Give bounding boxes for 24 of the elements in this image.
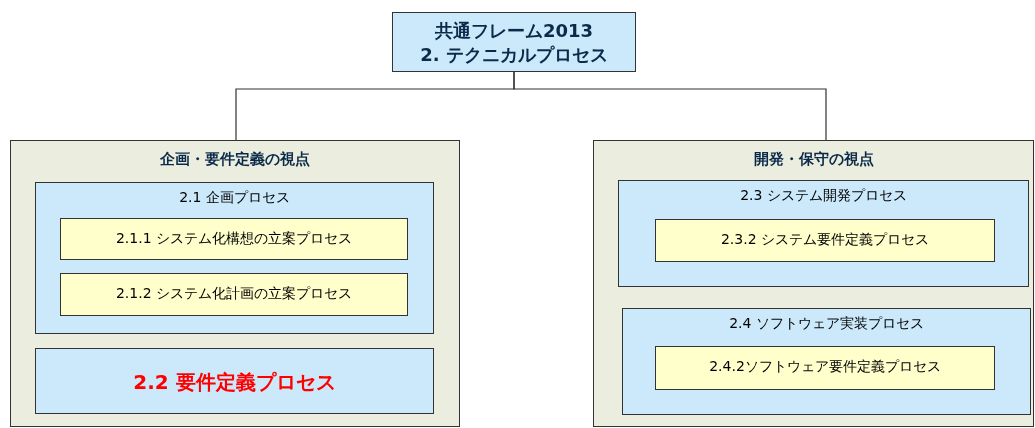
process-title: 2.1 企画プロセス	[178, 189, 291, 207]
title-text: 2. テクニカルプロセス	[419, 43, 609, 67]
subprocess-label: 2.3.2 システム要件定義プロセス	[719, 231, 931, 249]
subprocess-box	[60, 218, 408, 260]
subprocess-box	[655, 219, 995, 262]
subprocess-label: 2.1.2 システム化計画の立案プロセス	[114, 285, 354, 303]
process-title: 2.4 ソフトウェア実装プロセス	[728, 315, 925, 333]
process-box	[392, 12, 636, 72]
panel-heading: 企画・要件定義の視点	[159, 150, 311, 169]
viewpoint-panel	[10, 140, 460, 427]
process-box	[618, 180, 1029, 287]
process-box	[622, 308, 1031, 415]
subprocess-label: 2.4.2ソフトウェア要件定義プロセス	[708, 358, 942, 376]
subprocess-box	[655, 346, 995, 390]
highlighted-process-label: 2.2 要件定義プロセス	[132, 369, 337, 396]
subprocess-box	[60, 273, 408, 316]
subprocess-label: 2.1.1 システム化構想の立案プロセス	[114, 230, 354, 248]
process-box	[35, 348, 434, 414]
connector-line	[513, 71, 827, 141]
process-title: 2.3 システム開発プロセス	[739, 187, 908, 205]
panel-heading: 開発・保守の視点	[752, 150, 875, 169]
title-text: 共通フレーム2013	[433, 19, 595, 43]
viewpoint-panel	[593, 140, 1034, 427]
process-box	[35, 182, 434, 334]
